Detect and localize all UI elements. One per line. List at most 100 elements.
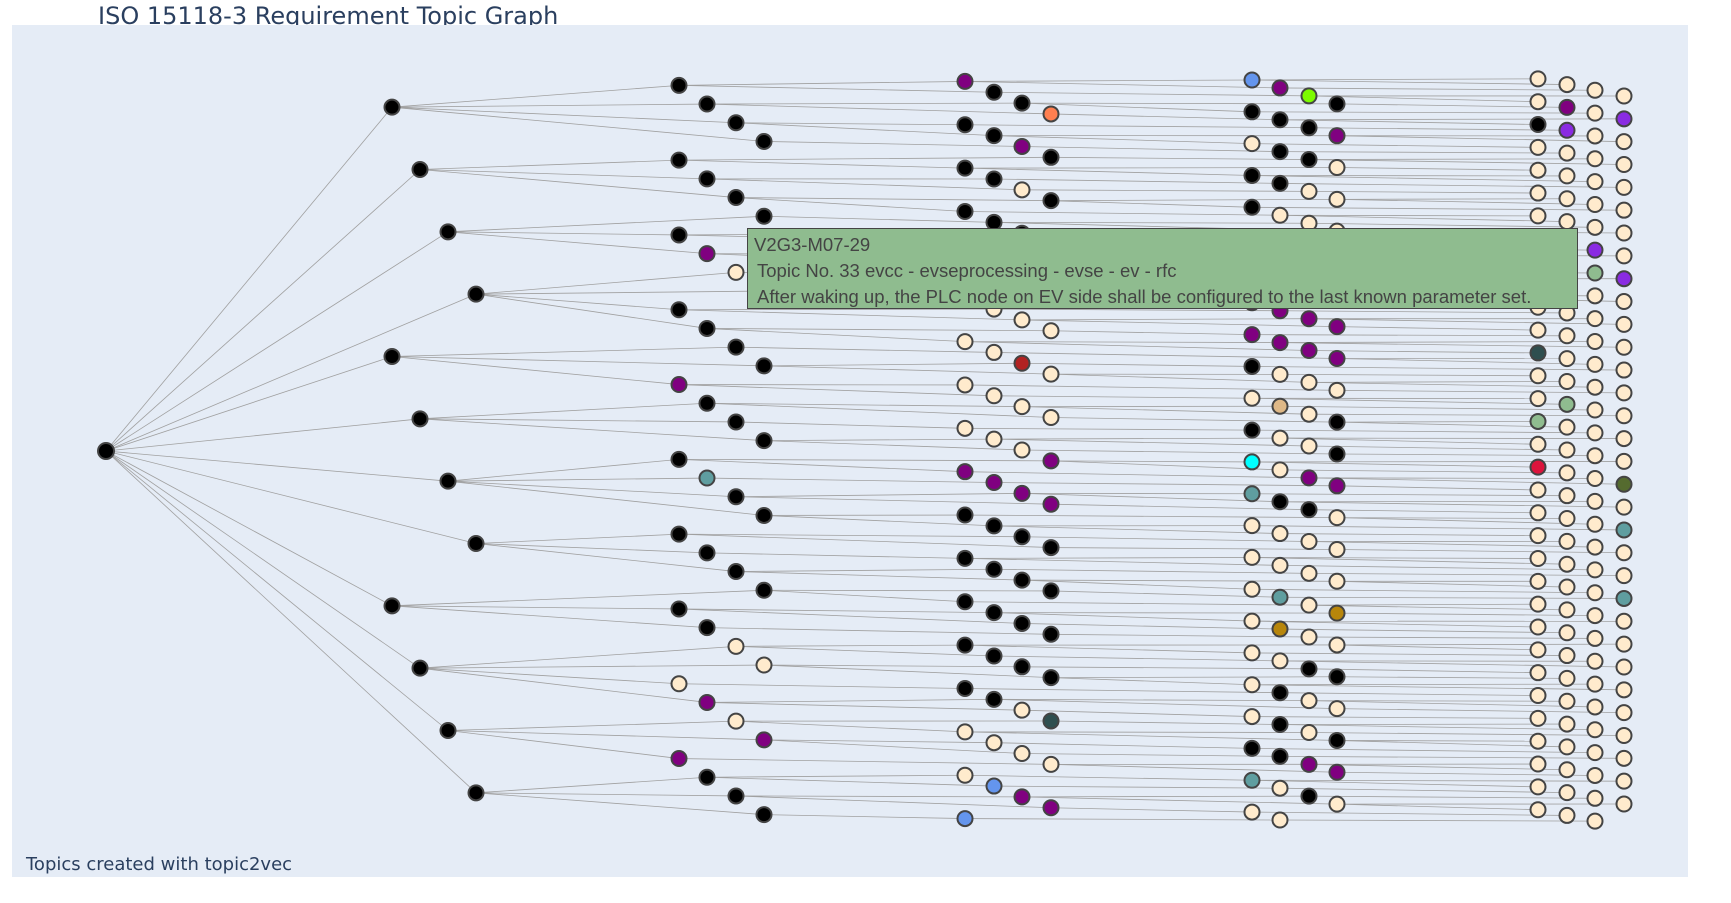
graph-node[interactable]	[1529, 367, 1547, 385]
graph-node[interactable]	[1243, 580, 1261, 598]
graph-node[interactable]	[1529, 321, 1547, 339]
graph-node[interactable]	[985, 777, 1003, 795]
graph-node[interactable]	[1243, 548, 1261, 566]
graph-node[interactable]	[1615, 681, 1633, 699]
graph-node[interactable]	[1586, 378, 1604, 396]
graph-node[interactable]	[1615, 338, 1633, 356]
graph-node[interactable]	[1300, 151, 1318, 169]
graph-node[interactable]	[1300, 660, 1318, 678]
graph-node[interactable]	[1558, 487, 1576, 505]
graph-node[interactable]	[1529, 70, 1547, 88]
graph-node[interactable]	[1615, 224, 1633, 242]
graph-node[interactable]	[755, 806, 773, 824]
graph-node[interactable]	[1328, 795, 1346, 813]
graph-node[interactable]	[1558, 510, 1576, 528]
graph-node[interactable]	[1615, 315, 1633, 333]
graph-node[interactable]	[985, 474, 1003, 492]
graph-node[interactable]	[956, 419, 974, 437]
graph-node[interactable]	[1529, 458, 1547, 476]
graph-node[interactable]	[1328, 668, 1346, 686]
graph-node[interactable]	[1615, 293, 1633, 311]
graph-node[interactable]	[1586, 310, 1604, 328]
graph-node[interactable]	[698, 394, 716, 412]
graph-node[interactable]	[1586, 287, 1604, 305]
graph-node[interactable]	[985, 343, 1003, 361]
graph-node[interactable]	[1042, 799, 1060, 817]
graph-node[interactable]	[1271, 747, 1289, 765]
graph-node[interactable]	[1243, 676, 1261, 694]
graph-node[interactable]	[1271, 365, 1289, 383]
graph-node[interactable]	[985, 734, 1003, 752]
graph-node[interactable]	[698, 319, 716, 337]
graph-node[interactable]	[670, 151, 688, 169]
graph-node[interactable]	[727, 114, 745, 132]
graph-node[interactable]	[383, 98, 401, 116]
graph-node[interactable]	[1586, 470, 1604, 488]
graph-node[interactable]	[670, 376, 688, 394]
graph-node[interactable]	[727, 712, 745, 730]
graph-node[interactable]	[1328, 159, 1346, 177]
graph-node[interactable]	[1586, 561, 1604, 579]
graph-node[interactable]	[1013, 745, 1031, 763]
graph-node[interactable]	[383, 597, 401, 615]
graph-node[interactable]	[755, 731, 773, 749]
graph-node[interactable]	[1558, 76, 1576, 94]
graph-node[interactable]	[985, 647, 1003, 665]
graph-node[interactable]	[1529, 138, 1547, 156]
graph-node[interactable]	[1243, 644, 1261, 662]
graph-node[interactable]	[956, 766, 974, 784]
graph-node[interactable]	[1558, 121, 1576, 139]
graph-node[interactable]	[1243, 135, 1261, 153]
graph-node[interactable]	[1328, 763, 1346, 781]
graph-node[interactable]	[1328, 127, 1346, 145]
graph-node[interactable]	[1529, 344, 1547, 362]
graph-node[interactable]	[1271, 716, 1289, 734]
graph-node[interactable]	[1586, 721, 1604, 739]
graph-node[interactable]	[1271, 174, 1289, 192]
graph-node[interactable]	[1042, 105, 1060, 123]
graph-node[interactable]	[1586, 584, 1604, 602]
graph-node[interactable]	[1615, 384, 1633, 402]
graph-node[interactable]	[1328, 700, 1346, 718]
graph-node[interactable]	[1529, 412, 1547, 430]
graph-node[interactable]	[1328, 190, 1346, 208]
graph-node[interactable]	[1615, 361, 1633, 379]
graph-node[interactable]	[698, 544, 716, 562]
graph-node[interactable]	[1271, 111, 1289, 129]
graph-node[interactable]	[1586, 241, 1604, 259]
graph-node[interactable]	[1529, 801, 1547, 819]
graph-node[interactable]	[1586, 629, 1604, 647]
graph-node[interactable]	[1615, 156, 1633, 174]
graph-node[interactable]	[1013, 658, 1031, 676]
graph-node[interactable]	[1586, 492, 1604, 510]
graph-node[interactable]	[956, 333, 974, 351]
graph-node[interactable]	[1529, 778, 1547, 796]
graph-node[interactable]	[985, 517, 1003, 535]
graph-node[interactable]	[1529, 504, 1547, 522]
graph-node[interactable]	[383, 348, 401, 365]
graph-node[interactable]	[1529, 390, 1547, 408]
graph-node[interactable]	[755, 581, 773, 599]
graph-node[interactable]	[727, 637, 745, 655]
graph-node[interactable]	[727, 338, 745, 356]
graph-node[interactable]	[1586, 675, 1604, 693]
graph-node[interactable]	[1529, 435, 1547, 453]
graph-node[interactable]	[956, 463, 974, 481]
graph-node[interactable]	[1586, 789, 1604, 807]
graph-node[interactable]	[1042, 755, 1060, 773]
graph-node[interactable]	[727, 488, 745, 506]
graph-node[interactable]	[1243, 421, 1261, 439]
graph-node[interactable]	[1300, 373, 1318, 391]
graph-node[interactable]	[1558, 213, 1576, 231]
graph-node[interactable]	[727, 263, 745, 281]
graph-node[interactable]	[1615, 430, 1633, 448]
graph-node[interactable]	[1300, 755, 1318, 773]
graph-node[interactable]	[1586, 150, 1604, 168]
graph-node[interactable]	[1615, 612, 1633, 630]
graph-node[interactable]	[698, 693, 716, 711]
graph-node[interactable]	[1300, 310, 1318, 328]
graph-node[interactable]	[1558, 578, 1576, 596]
graph-node[interactable]	[1615, 87, 1633, 105]
graph-node[interactable]	[1328, 95, 1346, 113]
graph-node[interactable]	[1586, 195, 1604, 213]
